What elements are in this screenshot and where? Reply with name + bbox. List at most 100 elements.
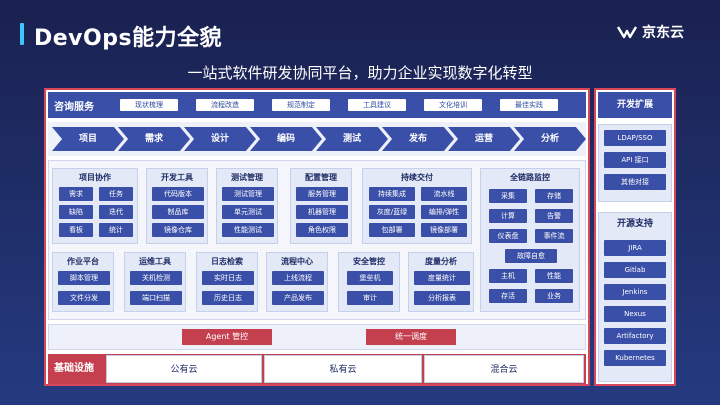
card-item: 度量统计 bbox=[414, 271, 470, 285]
card-item: 代码版本 bbox=[152, 187, 204, 201]
card-item: 流水线 bbox=[421, 187, 467, 201]
card-item: 统计 bbox=[99, 223, 133, 237]
brand-name: 京东云 bbox=[642, 25, 684, 41]
card-item: 业务 bbox=[535, 289, 573, 303]
card-item: 事件流 bbox=[535, 229, 573, 243]
card-title: 运维工具 bbox=[139, 257, 171, 266]
side-ext-item: LDAP/SSO bbox=[604, 130, 666, 146]
card-item: 性能 bbox=[535, 269, 573, 283]
card-title: 日志检索 bbox=[211, 257, 243, 266]
card-security: 安全管控 堡垒机 审计 bbox=[338, 252, 400, 312]
card-job-platform: 作业平台 脚本管理 文件分发 bbox=[52, 252, 114, 312]
card-continuous-delivery: 持续交付 持续集成 流水线 灰度/蓝绿 编排/弹性 包部署 镜像部署 bbox=[362, 168, 472, 244]
consulting-item: 最佳实践 bbox=[500, 99, 558, 111]
consulting-label: 咨询服务 bbox=[54, 101, 94, 113]
card-item: 分析报表 bbox=[414, 291, 470, 305]
card-item: 关机检测 bbox=[130, 271, 182, 285]
card-item: 性能测试 bbox=[222, 223, 274, 237]
side-os-title: 开源支持 bbox=[616, 219, 653, 229]
card-test-mgmt: 测试管理 测试管理 单元测试 性能测试 bbox=[216, 168, 278, 244]
card-item: 任务 bbox=[99, 187, 133, 201]
card-process-center: 流程中心 上线流程 产品发布 bbox=[266, 252, 328, 312]
side-os-item: Jenkins bbox=[604, 284, 666, 300]
jd-cloud-logo-icon bbox=[616, 26, 638, 39]
card-item: 看板 bbox=[59, 223, 93, 237]
side-os-item: Nexus bbox=[604, 306, 666, 322]
card-title: 安全管控 bbox=[353, 257, 385, 266]
card-title: 测试管理 bbox=[231, 173, 263, 182]
card-item: 迭代 bbox=[99, 205, 133, 219]
side-os-item: Gitlab bbox=[604, 262, 666, 278]
card-title: 度量分析 bbox=[425, 257, 457, 266]
pipeline-stage: 项目 bbox=[52, 127, 124, 151]
card-item: 角色权限 bbox=[296, 223, 348, 237]
card-item: 镜像仓库 bbox=[152, 223, 204, 237]
agent-control-bar: Agent 管控 bbox=[182, 329, 272, 345]
card-item: 审计 bbox=[347, 291, 393, 305]
card-item: 堡垒机 bbox=[347, 271, 393, 285]
card-item: 脚本管理 bbox=[58, 271, 110, 285]
card-project-collab: 项目协作 需求 任务 缺陷 迭代 看板 统计 bbox=[52, 168, 138, 244]
card-item: 需求 bbox=[59, 187, 93, 201]
card-title: 流程中心 bbox=[281, 257, 313, 266]
side-ext-title: 开发扩展 bbox=[598, 92, 672, 118]
card-metrics: 度量分析 度量统计 分析报表 bbox=[408, 252, 474, 312]
card-title: 持续交付 bbox=[401, 173, 433, 182]
card-ops-tools: 运维工具 关机检测 端口扫描 bbox=[124, 252, 186, 312]
infra-hybrid-cloud: 混合云 bbox=[424, 355, 584, 383]
card-item: 单元测试 bbox=[222, 205, 274, 219]
title-accent-bar bbox=[20, 23, 24, 45]
side-os-item: Kubernetes bbox=[604, 350, 666, 366]
card-item: 上线流程 bbox=[272, 271, 324, 285]
card-item: 历史日志 bbox=[202, 291, 254, 305]
side-ext-item: 其他对接 bbox=[604, 174, 666, 190]
card-dev-tools: 开发工具 代码版本 制品库 镜像仓库 bbox=[146, 168, 208, 244]
card-item: 灰度/蓝绿 bbox=[369, 205, 415, 219]
card-item: 计算 bbox=[489, 209, 527, 223]
pipeline-stage: 分析 bbox=[514, 127, 586, 151]
card-item: 实时日志 bbox=[202, 271, 254, 285]
pipeline-stage: 测试 bbox=[316, 127, 388, 151]
page-subtitle: 一站式软件研发协同平台，助力企业实现数字化转型 bbox=[187, 64, 533, 82]
card-item: 文件分发 bbox=[58, 291, 110, 305]
card-item: 存活 bbox=[489, 289, 527, 303]
card-item: 机器管理 bbox=[296, 205, 348, 219]
card-item: 包部署 bbox=[369, 223, 415, 237]
card-item: 主机 bbox=[489, 269, 527, 283]
consulting-item: 工具建议 bbox=[348, 99, 406, 111]
infra-private-cloud: 私有云 bbox=[264, 355, 422, 383]
card-title: 作业平台 bbox=[67, 257, 99, 266]
card-item: 编排/弹性 bbox=[421, 205, 467, 219]
card-item: 测试管理 bbox=[222, 187, 274, 201]
unified-dispatch-bar: 统一调度 bbox=[366, 329, 456, 345]
infra-public-cloud: 公有云 bbox=[106, 355, 262, 383]
card-full-link-monitor: 全链路监控 采集 存储 计算 告警 仪表盘 事件流 故障自愈 主机 性能 存活 … bbox=[480, 168, 580, 312]
brand-logo: 京东云 bbox=[616, 22, 684, 42]
card-item: 缺陷 bbox=[59, 205, 93, 219]
pipeline-stage: 编码 bbox=[250, 127, 322, 151]
card-item: 仪表盘 bbox=[489, 229, 527, 243]
card-title: 项目协作 bbox=[79, 173, 111, 182]
card-item: 产品发布 bbox=[272, 291, 324, 305]
card-log-search: 日志检索 实时日志 历史日志 bbox=[196, 252, 258, 312]
card-item: 持续集成 bbox=[369, 187, 415, 201]
card-item: 镜像部署 bbox=[421, 223, 467, 237]
consulting-item: 现状梳理 bbox=[120, 99, 178, 111]
side-os-item: Artifactory bbox=[604, 328, 666, 344]
card-item: 故障自愈 bbox=[505, 249, 557, 263]
pipeline-stage: 发布 bbox=[382, 127, 454, 151]
card-item: 采集 bbox=[489, 189, 527, 203]
card-item: 服务管理 bbox=[296, 187, 348, 201]
side-ext-item: API 接口 bbox=[604, 152, 666, 168]
pipeline-stage: 设计 bbox=[184, 127, 256, 151]
card-item: 端口扫描 bbox=[130, 291, 182, 305]
card-config-mgmt: 配置管理 服务管理 机器管理 角色权限 bbox=[290, 168, 352, 244]
side-os-item: JIRA bbox=[604, 240, 666, 256]
infra-label: 基础设施 bbox=[54, 363, 94, 374]
card-title: 开发工具 bbox=[161, 173, 193, 182]
card-title: 配置管理 bbox=[305, 173, 337, 182]
consulting-item: 文化培训 bbox=[424, 99, 482, 111]
consulting-item: 流程改造 bbox=[196, 99, 254, 111]
control-row bbox=[48, 324, 586, 350]
pipeline-stage: 运营 bbox=[448, 127, 520, 151]
